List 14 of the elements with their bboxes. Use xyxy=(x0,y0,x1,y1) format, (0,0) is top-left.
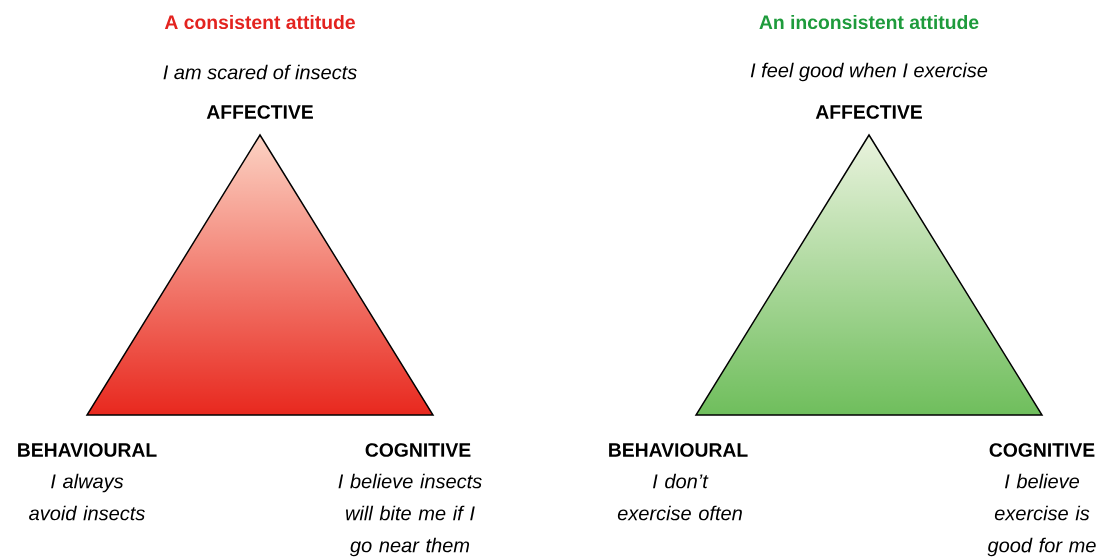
corner-label: BEHAVIOURAL xyxy=(18,443,157,457)
quote-text: I believe insects will bite me if I go near them xyxy=(338,473,482,557)
corner-label: BEHAVIOURAL xyxy=(609,443,748,457)
corner-label: COGNITIVE xyxy=(365,443,471,457)
corner-label: AFFECTIVE xyxy=(815,105,922,119)
heading: A consistent attitude xyxy=(164,14,355,30)
corner-label: AFFECTIVE xyxy=(206,105,313,119)
heading: An inconsistent attitude xyxy=(759,14,979,30)
corner-label: COGNITIVE xyxy=(989,443,1095,457)
quote-text: I believe exercise is good for me xyxy=(987,473,1096,557)
quote-text: I am scared of insects xyxy=(163,64,357,80)
quote-text: I always avoid insects xyxy=(29,473,145,521)
quote-text: I feel good when I exercise xyxy=(750,62,988,82)
quote-text: I don’t exercise often xyxy=(617,473,742,521)
